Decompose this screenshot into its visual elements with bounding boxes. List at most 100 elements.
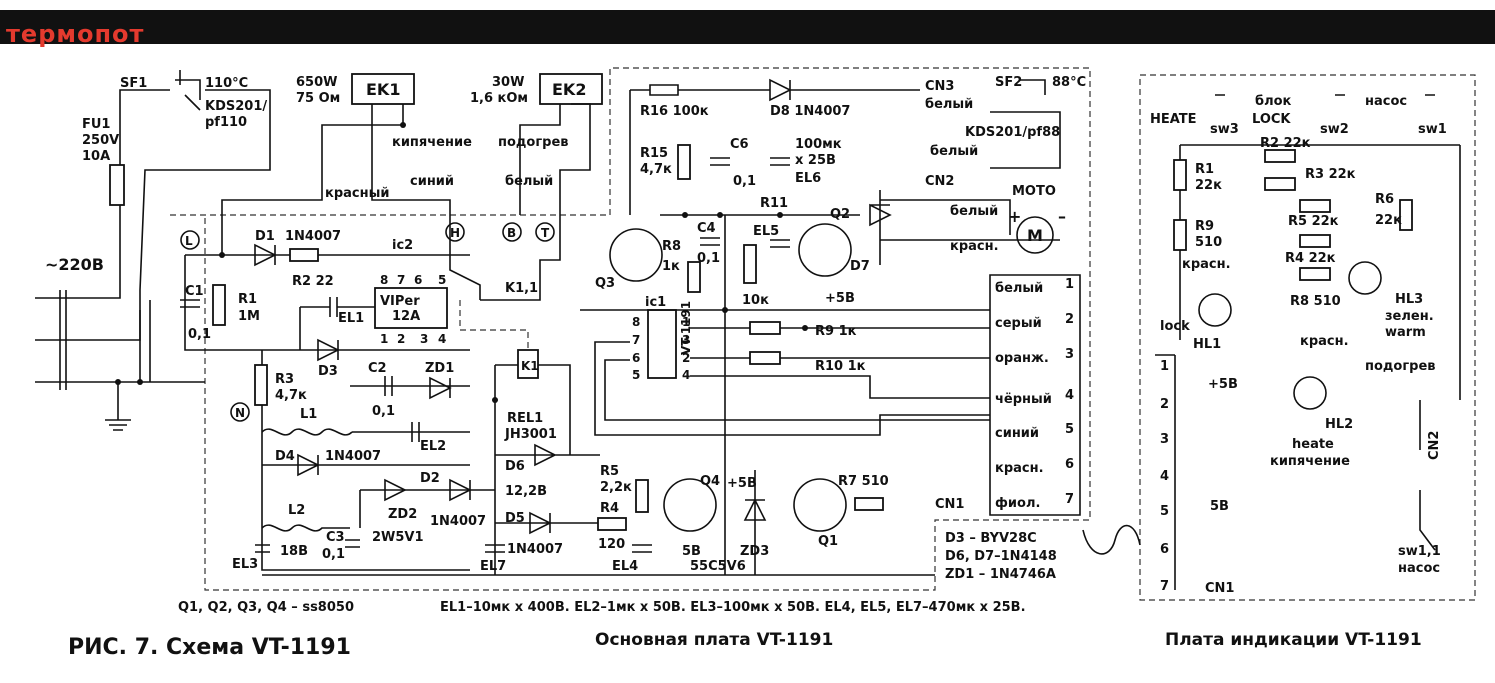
logic-plus5: +5В [825,291,855,306]
boil-label: кипячение [392,135,472,150]
svg-text:HL2: HL2 [1325,417,1353,432]
c1-value: 0,1 [188,327,211,342]
svg-text:подогрев: подогрев [1365,359,1435,374]
svg-text:3: 3 [1065,347,1074,362]
tag-N: N [235,406,245,420]
k1-label: K1 [521,359,539,373]
svg-text:22к: 22к [1195,178,1222,193]
svg-text:lock: lock [1160,319,1190,334]
svg-text:белый: белый [995,281,1043,296]
svg-text:heate: heate [1292,437,1334,452]
el3-label: EL3 [232,557,258,572]
r1-value: 1M [238,309,260,324]
note-d6d7: D6, D7–1N4148 [945,549,1057,564]
svg-text:R8 510: R8 510 [1290,294,1341,309]
r5-value: 2,2к [600,480,632,495]
svg-text:4: 4 [682,368,690,382]
r1-label: R1 [238,292,257,307]
main-board-caption: Основная плата VT-1191 [595,630,833,650]
zd2-label: ZD2 [388,507,417,522]
c2-value: 0,1 [372,404,395,419]
svg-text:1: 1 [1065,277,1074,292]
r8-label: R8 [662,239,681,254]
svg-text:sw3: sw3 [1210,122,1239,137]
k1-coil [517,349,539,379]
svg-text:кипячение: кипячение [1270,454,1350,469]
ic1-part: VT-1191 [679,301,693,355]
v18-label: 18В [280,544,308,559]
r16-label: R16 100к [640,104,709,119]
rel1-label: REL1 [507,411,543,426]
wire-white: белый [505,174,553,189]
v122-label: 12,2В [505,484,547,499]
zd3-part: 55C5V6 [690,559,746,574]
svg-text:1: 1 [1160,359,1169,374]
c3-label: C3 [326,530,345,545]
mains-label: ~220В [45,255,104,274]
svg-text:6: 6 [414,273,422,287]
r3-label: R3 [275,372,294,387]
q3-symbol [609,228,663,282]
svg-text:3: 3 [682,333,690,347]
svg-text:5: 5 [1160,504,1169,519]
heaters: EK1 650W 75 Ом EK2 30W 1,6 кОм кипячение… [221,73,603,232]
svg-text:синий: синий [995,426,1039,441]
viper-label: VIPer [380,294,420,309]
d5-part: 1N4007 [507,542,563,557]
sf2-temp: 88°С [1052,75,1086,90]
zd2-part: 2W5V1 [372,530,424,545]
c6-value: 0,1 [733,174,756,189]
relay-section: K1,1 K1 REL1 JH3001 D6 12,2В D5 1N4007 E… [449,232,600,575]
ic1-box [647,309,677,379]
svg-text:HL3: HL3 [1395,292,1423,307]
r3-value: 4,7к [275,388,307,403]
el6-value1: 100мк [795,137,842,152]
svg-text:6: 6 [1160,542,1169,557]
motor-section: D7 CN2 MOTO белый красн. M + – CN3 белый… [850,75,1086,274]
ic1-label: ic1 [645,295,666,310]
r7-label: R7 510 [838,474,889,489]
tag-B: B [507,226,516,240]
sf1-part1: KDS201/ [205,99,267,114]
q1-symbol [793,478,847,532]
ek2-label: EK2 [552,80,586,99]
d4-label: D4 [275,449,295,464]
ek2-resistance: 1,6 кОм [470,91,528,106]
d6-label: D6 [505,459,525,474]
svg-text:1: 1 [380,332,388,346]
svg-text:2: 2 [1160,397,1169,412]
fu1-current: 10A [82,149,110,164]
svg-text:warm: warm [1385,325,1426,340]
svg-text:4: 4 [1160,469,1169,484]
el1-label: EL1 [338,311,364,326]
ek1-label: EK1 [366,80,400,99]
svg-text:чёрный: чёрный [995,392,1052,407]
svg-text:+: + [1008,207,1021,226]
svg-text:8: 8 [380,273,388,287]
ek1-box [351,73,415,105]
svg-text:sw1: sw1 [1418,122,1447,137]
header-title: термопот [6,20,145,48]
svg-text:R1: R1 [1195,162,1214,177]
q3-label: Q3 [595,276,615,291]
q4-symbol [663,478,717,532]
svg-text:8: 8 [632,315,640,329]
el2-label: EL2 [420,439,446,454]
r11-value: 10к [742,293,769,308]
rel1-part: JH3001 [504,427,557,442]
fu1-label: FU1 [82,117,110,132]
r5-label: R5 [600,464,619,479]
q4-plus5: +5В [727,476,757,491]
viper-box [374,287,448,329]
r4-label: R4 [600,501,619,516]
q4-label: Q4 [700,474,720,489]
ek1-resistance: 75 Ом [296,91,340,106]
svg-text:R6: R6 [1375,192,1394,207]
motor-symbol [1016,216,1054,254]
svg-text:R9: R9 [1195,219,1214,234]
r10-label: R10 1к [815,359,866,374]
q4-5v: 5В [682,544,701,559]
svg-text:7: 7 [1160,579,1169,594]
svg-text:5: 5 [438,273,446,287]
note-zd1: ZD1 – 1N4746A [945,567,1056,582]
